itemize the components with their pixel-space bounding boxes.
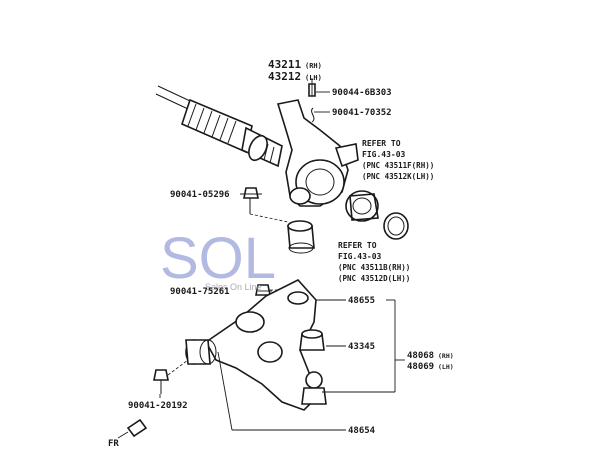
label-arm-pn-2-side: (LH) <box>438 363 454 371</box>
arm-bolt <box>153 359 189 394</box>
snap-ring <box>383 212 409 240</box>
steering-knuckle <box>276 99 359 207</box>
label-refer-2-pnc-b: (PNC 43512D(LH)) <box>338 274 410 283</box>
label-front-marker: FR <box>108 439 119 449</box>
label-refer-1-pnc-a: (PNC 43511F(RH)) <box>362 161 434 170</box>
label-arm-pn-2: 48069 <box>407 362 434 372</box>
bolt <box>243 187 289 223</box>
label-arm-pn-1-side: (RH) <box>438 352 454 360</box>
label-arm-bushing-pn: 48654 <box>348 426 376 436</box>
label-nut-pn: 90044-6B303 <box>332 88 392 98</box>
label-arm-bolt-pn: 90041-20192 <box>128 401 188 411</box>
front-arrow-icon <box>117 418 148 439</box>
upper-bushing <box>287 220 315 254</box>
cotter-pin <box>311 107 315 123</box>
label-knuckle-pn-2-side: (LH) <box>305 74 322 82</box>
label-refer-2-title: REFER TO <box>338 241 377 250</box>
lower-control-arm <box>204 279 319 411</box>
label-refer-1-fig: FIG.43-03 <box>362 150 406 159</box>
part-labels: 43211 (RH) 43212 (LH) 90044-6B303 90041-… <box>108 58 454 449</box>
label-refer-2-fig: FIG.43-03 <box>338 252 382 261</box>
label-knuckle-pn-1: 43211 <box>268 58 301 71</box>
watermark-brand: SOL <box>160 226 276 291</box>
label-refer-1-title: REFER TO <box>362 139 401 148</box>
watermark: SOL Sales On Line <box>160 226 276 292</box>
drive-shaft <box>155 85 283 168</box>
label-refer-1-pnc-b: (PNC 43512K(LH)) <box>362 172 434 181</box>
label-refer-2-pnc-a: (PNC 43511B(RH)) <box>338 263 410 272</box>
arm-bushing <box>185 339 217 365</box>
ball-joint <box>299 329 327 405</box>
watermark-tagline: Sales On Line <box>205 282 262 292</box>
hub-bearing <box>345 190 379 222</box>
label-knuckle-pn-2: 43212 <box>268 70 301 83</box>
label-bushing-pn: 48655 <box>348 296 375 306</box>
label-bolt-pn: 90041-05296 <box>170 190 230 200</box>
label-knuckle-pn-1-side: (RH) <box>305 62 322 70</box>
leader-lines <box>159 78 405 431</box>
label-ball-joint-pn: 43345 <box>348 342 375 352</box>
label-arm-pn-1: 48068 <box>407 351 434 361</box>
label-nut-lower-pn: 90041-75261 <box>170 287 230 297</box>
label-pin-pn: 90041-70352 <box>332 108 392 118</box>
